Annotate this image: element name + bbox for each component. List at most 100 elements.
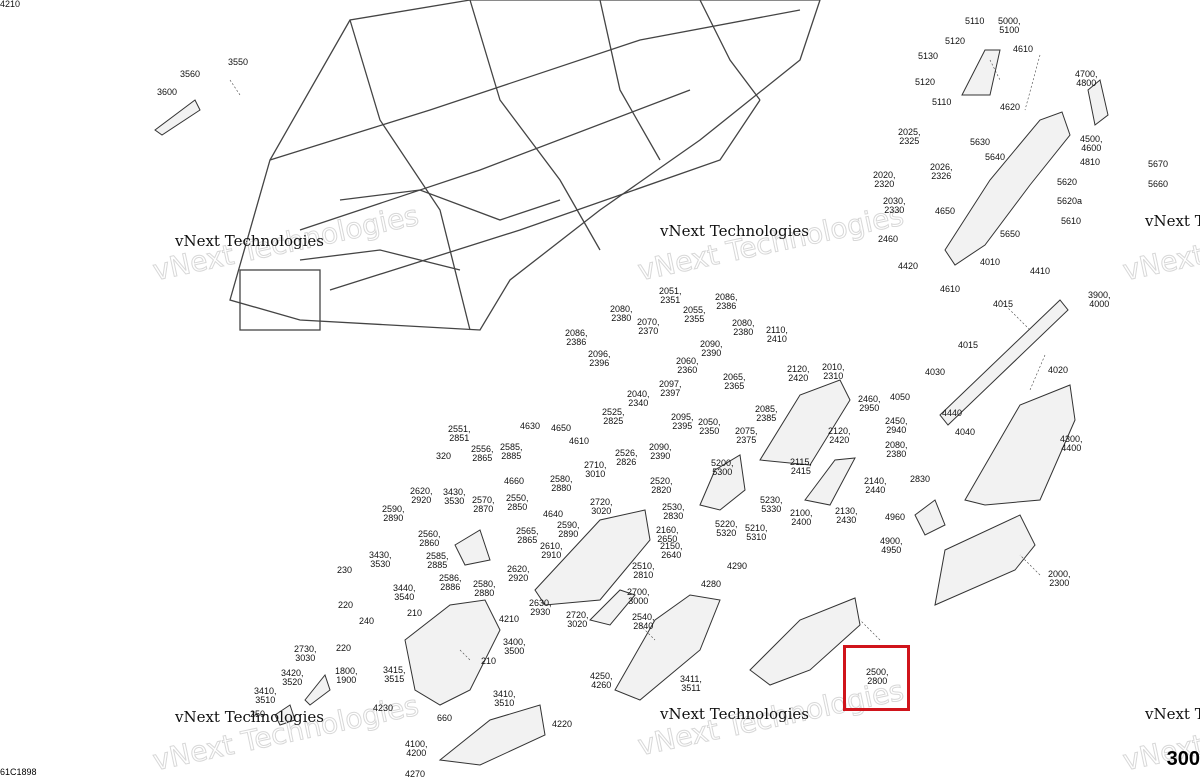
highlight-box[interactable] xyxy=(843,645,910,711)
callout-label: 2460 xyxy=(878,234,899,244)
callout-label: 3440, 3540 xyxy=(393,583,416,602)
callout-label: 5000, 5100 xyxy=(998,16,1021,35)
callout-label: 2040, 2340 xyxy=(627,389,650,408)
watermark-text: vNext Technologies xyxy=(660,222,810,240)
callout-label: 5110 xyxy=(965,16,985,26)
callout-label: 4300, 4400 xyxy=(1060,434,1083,453)
watermark-text: vNext Technologies xyxy=(1145,212,1200,230)
callout-label: 2160, 2650 xyxy=(656,525,679,544)
callout-label: 3415, 3515 xyxy=(383,665,406,684)
rocker-4250-drawing xyxy=(614,594,721,701)
callout-label: 2586, 2886 xyxy=(439,573,462,592)
callout-label: 4040 xyxy=(955,427,976,437)
callout-label: 2520, 2820 xyxy=(650,476,673,495)
callout-label: 4290 xyxy=(727,561,748,571)
callout-label: 2095, 2395 xyxy=(671,412,694,431)
callout-label: 5610 xyxy=(1061,216,1082,226)
chassis-frame-drawing xyxy=(229,0,821,331)
callout-label: 320 xyxy=(436,451,452,461)
callout-label: 2110, 2410 xyxy=(766,325,788,344)
callout-label: 2010, 2310 xyxy=(822,362,845,381)
callout-label: 3430, 3530 xyxy=(443,487,466,506)
callout-label: 2710, 3010 xyxy=(584,460,607,479)
callout-label: 2080, 2380 xyxy=(732,318,755,337)
callout-label: 2585, 2885 xyxy=(500,442,523,461)
callout-label: 2075, 2375 xyxy=(735,426,758,445)
callout-label: 220 xyxy=(338,600,354,610)
callout-label: 2085, 2385 xyxy=(755,404,778,423)
callout-label: 4440 xyxy=(942,408,963,418)
watermark-text: vNext Technologies xyxy=(1145,705,1200,723)
callout-label: 5630 xyxy=(970,137,991,147)
page-number: 300 xyxy=(1166,748,1200,770)
callout-label: 4050 xyxy=(890,392,911,402)
callout-label: 3400, 3500 xyxy=(503,637,526,656)
watermark-text: vNext Technologies xyxy=(175,232,325,250)
callout-label: 2065, 2365 xyxy=(723,372,746,391)
callout-label: 4610 xyxy=(569,436,590,446)
callout-label: 2090, 2390 xyxy=(649,442,672,461)
callout-label: 3550 xyxy=(228,57,249,67)
callout-label: 2830 xyxy=(910,474,931,484)
callout-label: 2570, 2870 xyxy=(472,495,495,514)
callout-label: 4650 xyxy=(935,206,956,216)
callout-label: 4620 xyxy=(1000,102,1021,112)
callout-label: 2030, 2330 xyxy=(883,196,906,215)
callout-label: 4010 xyxy=(980,257,1001,267)
callout-label: 230 xyxy=(337,565,353,575)
callout-label: 4610 xyxy=(940,284,961,294)
callout-label: 2580, 2880 xyxy=(473,579,496,598)
callout-label: 2025, 2325 xyxy=(898,127,921,146)
callout-label: 2100, 2400 xyxy=(790,508,813,527)
watermark-text: vNext Technologies xyxy=(660,705,810,723)
callout-label: 2526, 2826 xyxy=(615,448,638,467)
callout-label: 5660 xyxy=(1148,179,1169,189)
callout-label: 4015 xyxy=(958,340,979,350)
door-panel-3400-drawing xyxy=(404,599,501,706)
callout-label: 5620 xyxy=(1057,177,1078,187)
callout-label: 2620, 2920 xyxy=(410,486,433,505)
callout-label: 3410, 3510 xyxy=(254,686,277,705)
callout-label: 5640 xyxy=(985,152,1006,162)
upper-right-panel-drawing xyxy=(944,111,1071,266)
callout-label: 3900, 4000 xyxy=(1088,290,1111,309)
callout-label: 4230 xyxy=(373,703,394,713)
callout-label: 2086, 2386 xyxy=(565,328,588,347)
callout-label: 4100, 4200 xyxy=(405,739,428,758)
callout-label: 2070, 2370 xyxy=(637,317,660,336)
mirror-bracket-drawing xyxy=(961,49,1001,96)
callout-label: 4630 xyxy=(520,421,541,431)
callout-label: 5620a xyxy=(1057,196,1083,206)
callout-label: 3430, 3530 xyxy=(369,550,392,569)
callout-label: 2580, 2880 xyxy=(550,474,573,493)
callout-label: 2550, 2850 xyxy=(506,493,529,512)
callout-label: 2055, 2355 xyxy=(683,305,706,324)
callout-label: 1800, 1900 xyxy=(335,666,358,685)
callout-label: 5670 xyxy=(1148,159,1169,169)
callout-label: 2080, 2380 xyxy=(610,304,633,323)
callout-label: 240 xyxy=(359,616,375,626)
callout-label: 4210 xyxy=(0,0,21,9)
callout-label: 2020, 2320 xyxy=(873,170,896,189)
callout-label: 2130, 2430 xyxy=(835,506,858,525)
callout-label: 2097, 2397 xyxy=(659,379,682,398)
callout-label: 4900, 4950 xyxy=(880,536,903,555)
callout-label: 4030 xyxy=(925,367,946,377)
callout-label: 5120 xyxy=(945,36,966,46)
callout-label: 2585, 2885 xyxy=(426,551,449,570)
callout-label: 3411, 3511 xyxy=(680,674,702,693)
callout-label: 2060, 2360 xyxy=(676,356,699,375)
callout-label: 4270 xyxy=(405,769,426,779)
callout-label: 5110 xyxy=(932,97,952,107)
panel-5200-drawing xyxy=(699,454,746,511)
callout-label: 2560, 2860 xyxy=(418,529,441,548)
callout-label: 4500, 4600 xyxy=(1080,134,1103,153)
callout-label: 2590, 2890 xyxy=(382,504,405,523)
callout-label: 2096, 2396 xyxy=(588,349,611,368)
rocker-rail-drawing xyxy=(939,299,1069,426)
callout-label: 4420 xyxy=(898,261,919,271)
callout-label: 2090, 2390 xyxy=(700,339,723,358)
callout-label: 5130 xyxy=(918,51,939,61)
